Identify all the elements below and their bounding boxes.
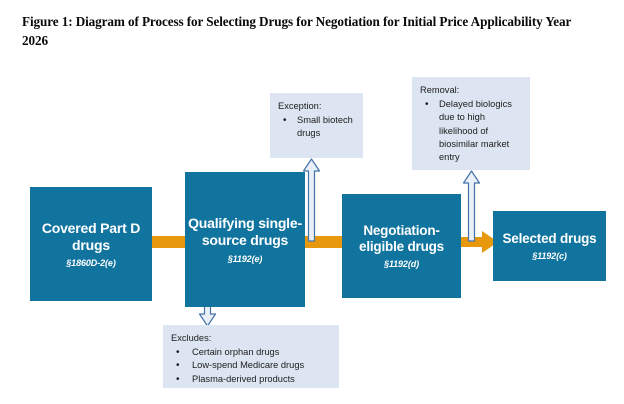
callout-list: • Certain orphan drugs • Low-spend Medic…	[171, 346, 332, 386]
figure-title: Figure 1: Diagram of Process for Selecti…	[22, 14, 572, 48]
list-item-label: Low-spend Medicare drugs	[192, 360, 305, 371]
process-box-qualifying-single-source: Qualifying single-source drugs §1192(e)	[185, 172, 305, 307]
list-item-label: Delayed biologics due to high likelihood…	[439, 99, 512, 163]
list-item: • Certain orphan drugs	[171, 346, 332, 359]
process-box-title: Negotiation-eligible drugs	[359, 222, 444, 254]
process-box-citation: §1192(e)	[227, 253, 263, 264]
bullet-icon: •	[176, 373, 180, 385]
bullet-icon: •	[425, 99, 429, 111]
callout-exception: Exception: • Small biotech drugs	[270, 93, 363, 158]
callout-heading: Excludes:	[171, 333, 212, 343]
list-item-label: Certain orphan drugs	[192, 347, 280, 358]
bullet-icon: •	[283, 115, 287, 127]
list-item: • Low-spend Medicare drugs	[171, 359, 332, 372]
list-item-label: Plasma-derived products	[192, 373, 295, 384]
process-box-selected-drugs: Selected drugs §1192(c)	[493, 211, 606, 281]
process-box-title: Covered Part D drugs	[41, 219, 141, 253]
list-item: • Small biotech drugs	[278, 114, 356, 140]
right-arrow-icon	[457, 231, 498, 253]
callout-list: • Delayed biologics due to high likeliho…	[420, 98, 523, 164]
connector-negotiation-to-selected	[457, 231, 498, 253]
process-box-title: Qualifying single-source drugs	[188, 215, 302, 248]
list-item: • Delayed biologics due to high likeliho…	[420, 98, 523, 164]
right-arrow-icon	[148, 236, 190, 248]
callout-heading: Removal:	[420, 85, 460, 95]
process-box-covered-part-d: Covered Part D drugs §1860D-2(e)	[30, 187, 152, 301]
connector-covered-to-qualifying	[148, 236, 190, 248]
process-box-negotiation-eligible: Negotiation-eligible drugs §1192(d)	[342, 194, 461, 298]
connector-qualifying-to-exception	[302, 157, 321, 243]
up-arrow-icon	[302, 158, 321, 242]
callout-removal: Removal: • Delayed biologics due to high…	[412, 77, 530, 170]
bullet-icon: •	[176, 360, 180, 372]
connector-negotiation-to-removal	[462, 169, 481, 243]
list-item-label: Small biotech drugs	[297, 115, 353, 139]
callout-list: • Small biotech drugs	[278, 114, 356, 140]
process-box-citation: §1192(c)	[532, 251, 567, 262]
bullet-icon: •	[176, 347, 180, 359]
process-box-citation: §1192(d)	[383, 259, 420, 270]
process-box-citation: §1860D-2(e)	[66, 258, 116, 269]
process-box-title: Selected drugs	[502, 230, 597, 246]
list-item: • Plasma-derived products	[171, 373, 332, 386]
callout-excludes: Excludes: • Certain orphan drugs • Low-s…	[163, 325, 339, 388]
up-arrow-icon	[462, 170, 481, 242]
callout-heading: Exception:	[278, 101, 322, 111]
